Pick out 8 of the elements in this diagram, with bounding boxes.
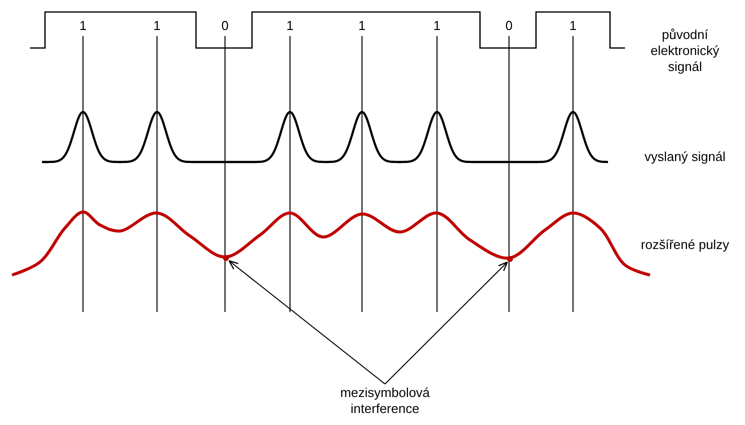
arrow (384, 261, 508, 384)
arrow (228, 260, 386, 384)
curve-point (507, 256, 513, 262)
signal-label: rozšířené pulzy (640, 237, 730, 253)
curve-point (223, 255, 229, 261)
annotation-text: mezisymbolová interference (320, 385, 450, 417)
signal-label: vyslaný signál (644, 149, 726, 165)
signal-label: původní elektronický signál (650, 27, 720, 75)
